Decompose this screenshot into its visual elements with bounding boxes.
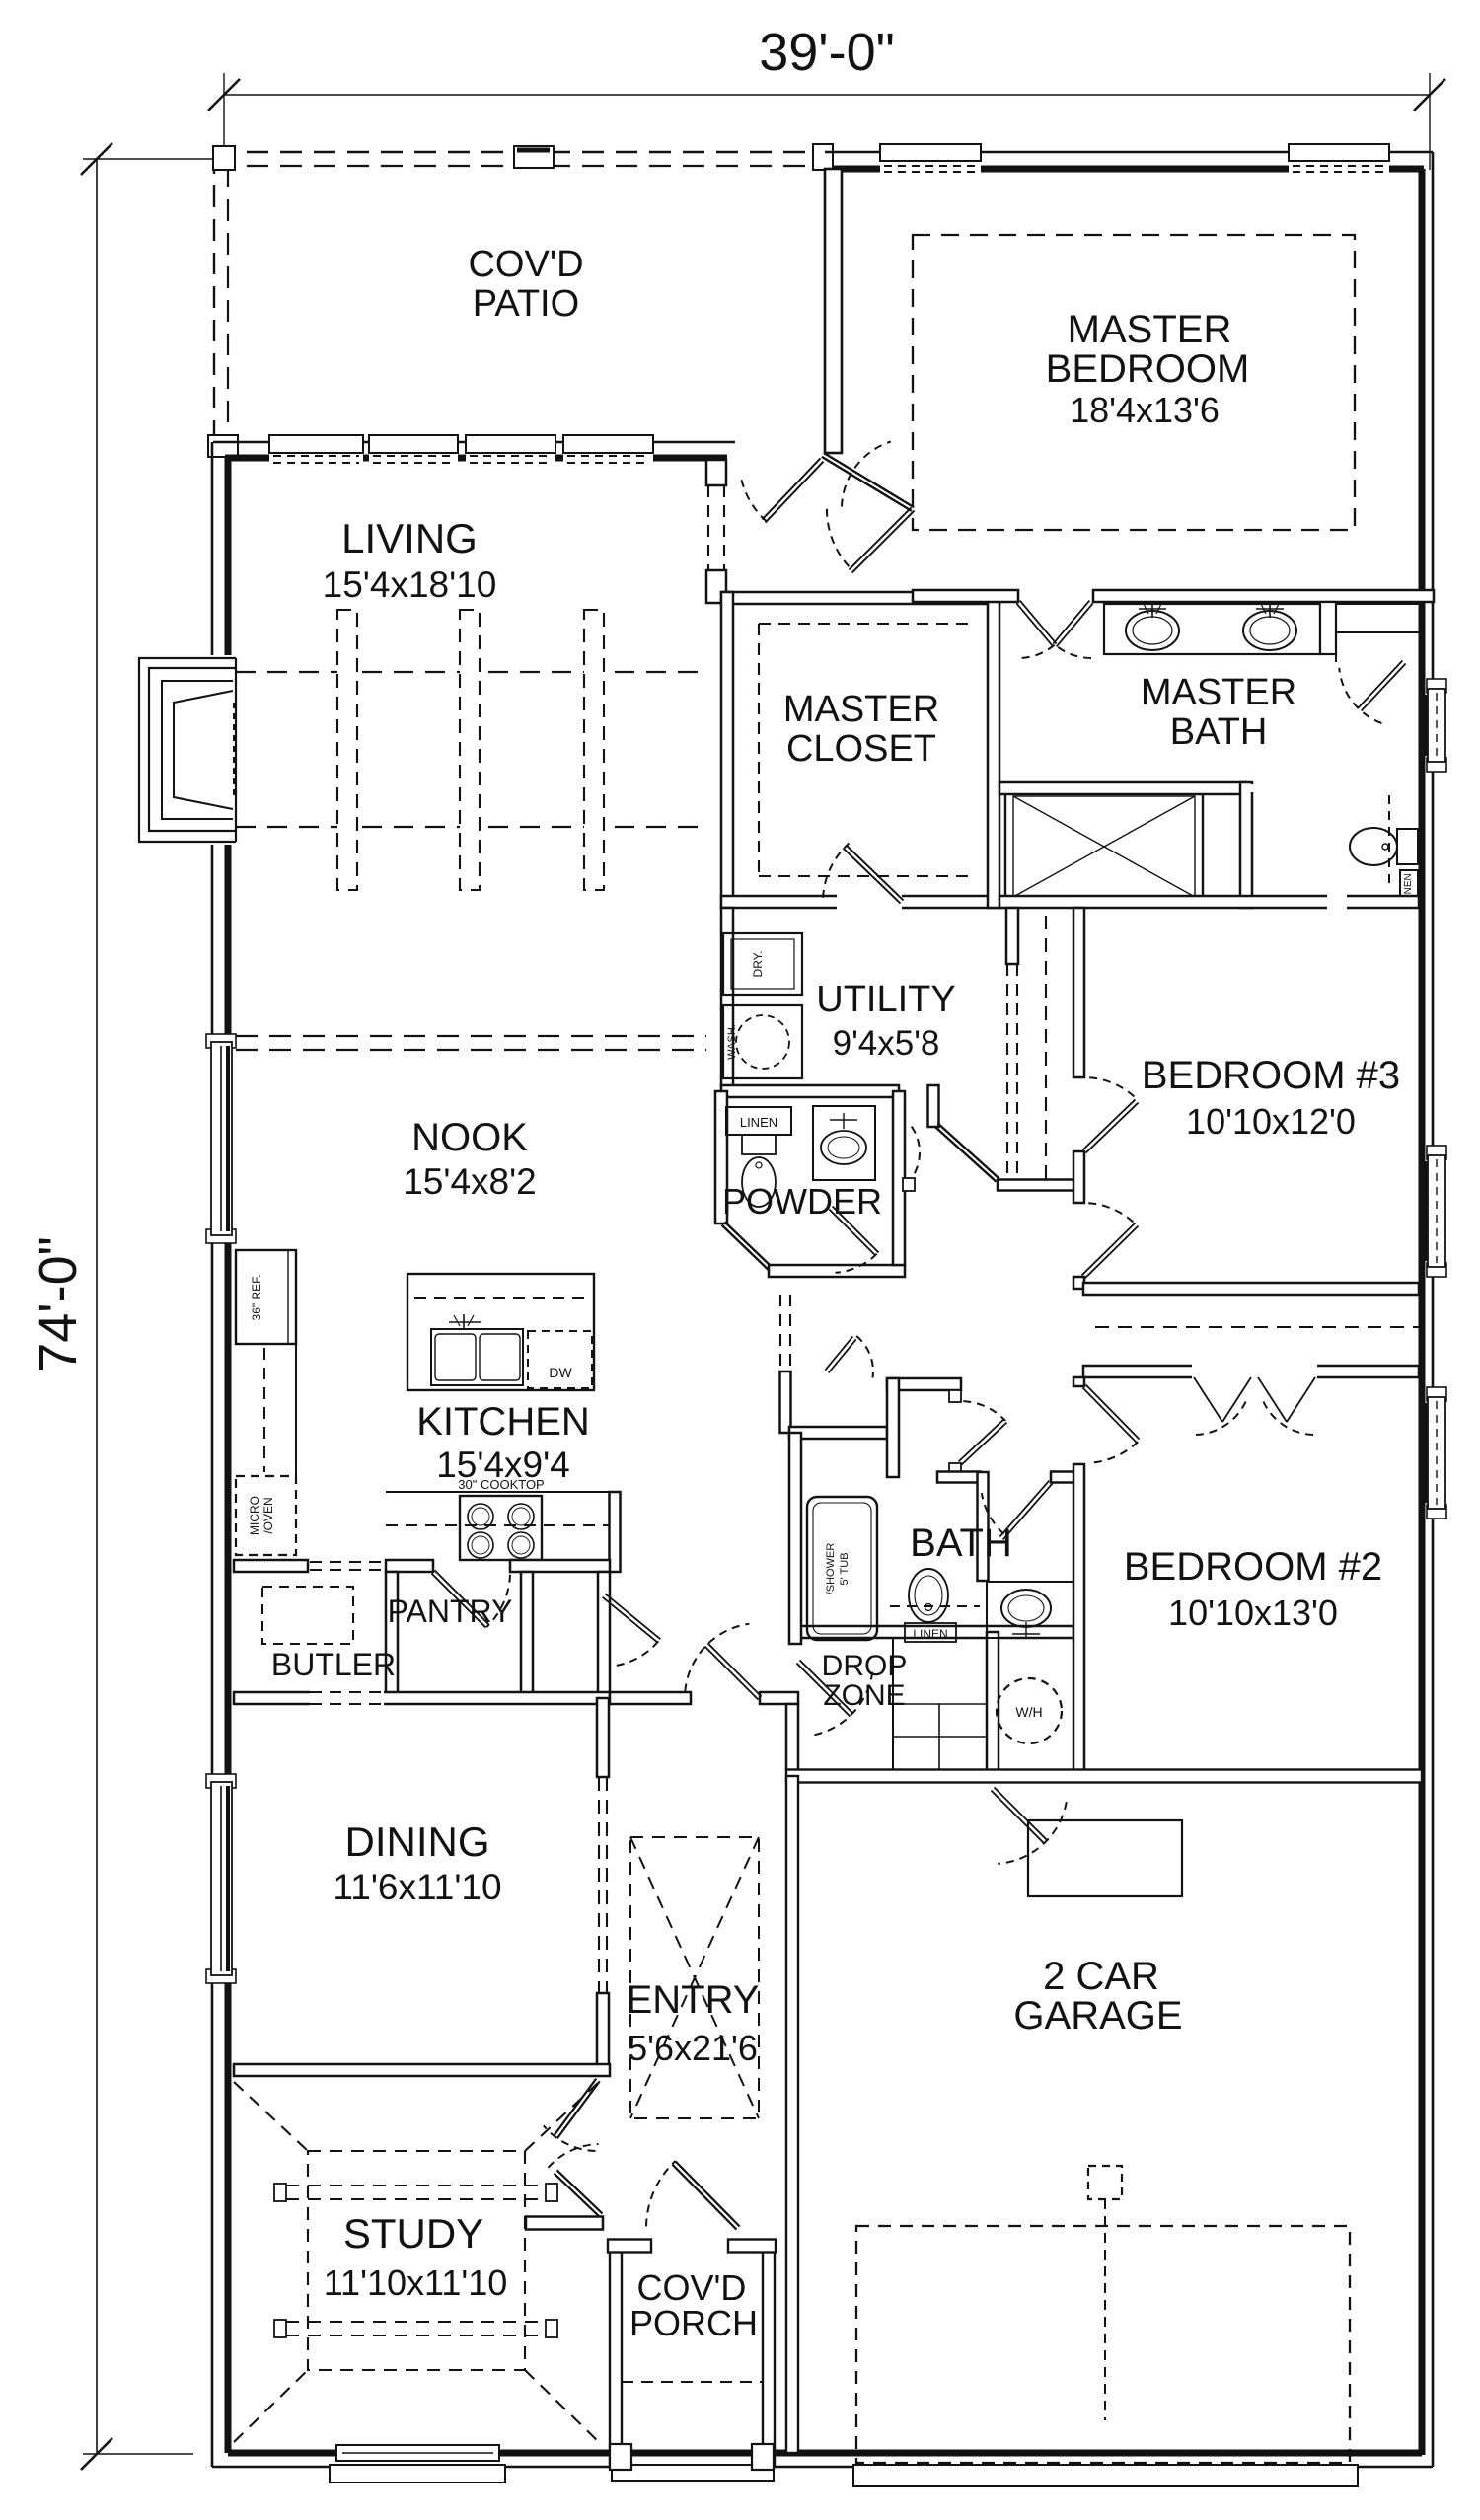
- svg-text:/SHOWER: /SHOWER: [825, 1543, 837, 1595]
- svg-text:COV'D: COV'D: [468, 244, 583, 285]
- svg-text:BEDROOM #3: BEDROOM #3: [1142, 1054, 1400, 1097]
- svg-text:10'10x12'0: 10'10x12'0: [1186, 1101, 1356, 1142]
- svg-text:LINEN: LINEN: [740, 1115, 777, 1130]
- svg-text:15'4x9'4: 15'4x9'4: [436, 1445, 570, 1485]
- svg-text:36" REF.: 36" REF.: [250, 1275, 263, 1321]
- svg-text:MASTER: MASTER: [783, 689, 939, 730]
- svg-text:BEDROOM: BEDROOM: [1046, 347, 1250, 391]
- svg-text:DRY.: DRY.: [751, 951, 765, 978]
- svg-text:11'6x11'10: 11'6x11'10: [333, 1867, 501, 1907]
- svg-text:BATH: BATH: [910, 1521, 1012, 1565]
- svg-text:MICRO: MICRO: [248, 1496, 261, 1535]
- svg-text:15'4x8'2: 15'4x8'2: [403, 1161, 537, 1202]
- svg-text:/OVEN: /OVEN: [261, 1497, 275, 1533]
- svg-text:5'6x21'6: 5'6x21'6: [628, 2028, 758, 2068]
- svg-text:MASTER: MASTER: [1068, 308, 1232, 351]
- svg-text:LIVING: LIVING: [341, 515, 478, 561]
- svg-text:9'4x5'8: 9'4x5'8: [833, 1024, 940, 1063]
- svg-text:KITCHEN: KITCHEN: [416, 1400, 590, 1444]
- svg-text:ZONE: ZONE: [823, 1679, 905, 1712]
- svg-text:11'10x11'10: 11'10x11'10: [324, 2262, 508, 2303]
- svg-text:39'-0": 39'-0": [759, 23, 895, 82]
- svg-text:74'-0": 74'-0": [29, 1236, 88, 1372]
- svg-text:GARAGE: GARAGE: [1013, 1994, 1182, 2038]
- svg-text:W/H: W/H: [1015, 1704, 1042, 1720]
- svg-text:5' TUB: 5' TUB: [839, 1552, 851, 1585]
- svg-text:MASTER: MASTER: [1141, 672, 1296, 713]
- svg-text:BEDROOM #2: BEDROOM #2: [1124, 1545, 1382, 1589]
- svg-text:COV'D: COV'D: [637, 2267, 747, 2308]
- svg-text:PATIO: PATIO: [473, 283, 579, 325]
- svg-text:WASH.: WASH.: [726, 1024, 738, 1060]
- svg-text:18'4x13'6: 18'4x13'6: [1070, 390, 1220, 430]
- svg-text:DW: DW: [549, 1365, 572, 1380]
- svg-text:PANTRY: PANTRY: [388, 1594, 513, 1629]
- svg-text:DROP: DROP: [822, 1650, 908, 1682]
- svg-text:DINING: DINING: [345, 1818, 490, 1865]
- svg-text:NOOK: NOOK: [411, 1116, 528, 1159]
- svg-text:BATH: BATH: [1170, 711, 1268, 753]
- svg-text:STUDY: STUDY: [343, 2210, 483, 2257]
- svg-text:CLOSET: CLOSET: [786, 728, 936, 770]
- svg-text:30" COOKTOP: 30" COOKTOP: [458, 1477, 544, 1492]
- svg-text:15'4x18'10: 15'4x18'10: [323, 564, 497, 605]
- svg-text:LINEN: LINEN: [1403, 873, 1414, 902]
- svg-text:PORCH: PORCH: [629, 2303, 758, 2343]
- svg-text:BUTLER: BUTLER: [271, 1647, 396, 1682]
- svg-text:2 CAR: 2 CAR: [1043, 1955, 1159, 1998]
- svg-text:POWDER: POWDER: [722, 1181, 882, 1222]
- svg-text:10'10x13'0: 10'10x13'0: [1168, 1593, 1338, 1633]
- svg-text:LINEN: LINEN: [913, 1627, 947, 1641]
- svg-text:ENTRY: ENTRY: [627, 1978, 760, 2022]
- svg-text:UTILITY: UTILITY: [816, 979, 955, 1020]
